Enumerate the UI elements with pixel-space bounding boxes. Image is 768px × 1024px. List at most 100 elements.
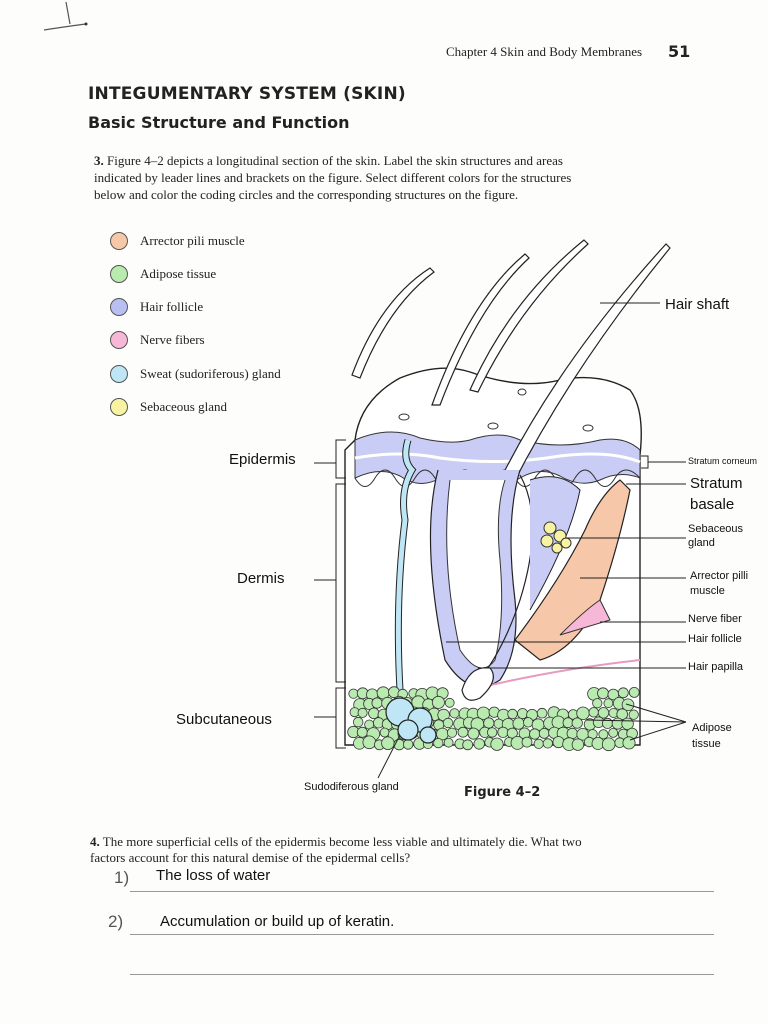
fat-cell xyxy=(362,735,377,750)
fat-cell xyxy=(490,737,504,751)
fat-cell xyxy=(588,707,599,718)
hair-shaft-2 xyxy=(431,253,530,406)
answer-2-text[interactable]: Accumulation or build up of keratin. xyxy=(160,913,395,930)
fat-cell xyxy=(566,727,579,740)
color-circle-sebaceous xyxy=(110,398,128,416)
label-arrector-1: Arrector pilli xyxy=(690,570,749,582)
answer-line-3 xyxy=(130,974,714,975)
fat-cell xyxy=(603,698,614,709)
fat-cell xyxy=(597,707,610,719)
figure-caption: Figure 4–2 xyxy=(464,785,541,800)
skin-diagram xyxy=(314,239,687,779)
label-adipose-2: tissue xyxy=(692,738,721,750)
label-dermis: Dermis xyxy=(237,570,285,587)
fat-cell xyxy=(348,688,359,699)
fat-cell xyxy=(542,738,553,749)
color-circle-sweat xyxy=(110,365,128,383)
question-4: 4. The more superficial cells of the epi… xyxy=(90,834,610,866)
fat-cell xyxy=(592,698,603,709)
arrector-pili-muscle xyxy=(514,479,631,661)
label-sweat-gland: Sudodiferous gland xyxy=(304,781,399,793)
fat-cell xyxy=(562,717,574,729)
question-4-number: 4. xyxy=(90,834,100,849)
key-label: Arrector pili muscle xyxy=(140,233,245,248)
fat-cell xyxy=(442,717,454,729)
fat-cell xyxy=(507,708,518,720)
pencil-mark xyxy=(43,1,88,31)
fat-cell xyxy=(473,738,485,750)
fat-cell xyxy=(521,736,533,748)
key-label: Sebaceous gland xyxy=(140,399,228,414)
fat-cell xyxy=(598,729,609,740)
fat-cell xyxy=(608,728,619,738)
label-subcutaneous: Subcutaneous xyxy=(176,711,272,728)
fat-cell xyxy=(617,687,629,699)
key-label: Hair follicle xyxy=(140,299,204,314)
fat-cell xyxy=(368,707,380,720)
color-circle-hair-follicle xyxy=(110,298,128,316)
answer-1-text[interactable]: The loss of water xyxy=(156,867,271,884)
label-epidermis: Epidermis xyxy=(229,451,296,468)
fat-cell xyxy=(462,739,474,751)
question-4-text: The more superficial cells of the epider… xyxy=(90,834,582,865)
dermis-bracket xyxy=(335,483,346,683)
fat-cell xyxy=(552,736,565,749)
fat-cell xyxy=(371,697,383,709)
fat-cell xyxy=(506,727,518,739)
fat-cell xyxy=(628,709,639,720)
label-sebaceous-1: Sebaceous xyxy=(688,523,744,535)
page-title: INTEGUMENTARY SYSTEM (SKIN) xyxy=(88,84,406,104)
answer-line-1 xyxy=(130,891,714,892)
label-stratum-basale-1: Stratum xyxy=(690,475,743,492)
fat-cell xyxy=(616,708,628,720)
label-sebaceous-2: gland xyxy=(688,537,715,549)
fat-cell xyxy=(381,736,395,750)
fat-cell xyxy=(628,687,640,698)
fat-cell xyxy=(457,726,469,738)
fat-cell xyxy=(517,708,529,720)
question-3: 3. Figure 4–2 depicts a longitudinal sec… xyxy=(94,152,594,203)
key-sebaceous: Sebaceous gland xyxy=(110,397,227,417)
key-arrector-pili: Arrector pili muscle xyxy=(110,231,245,251)
fat-cell xyxy=(449,708,460,719)
fat-cell xyxy=(497,726,509,738)
fat-cell xyxy=(529,728,541,740)
sweat-gland-coil xyxy=(385,697,437,744)
key-label: Adipose tissue xyxy=(140,266,217,281)
label-hair-papilla: Hair papilla xyxy=(688,661,744,673)
color-circle-adipose xyxy=(110,265,128,283)
fat-cell xyxy=(443,737,454,748)
hair-shaft-3 xyxy=(469,239,589,393)
fat-cell xyxy=(512,717,525,730)
fat-cell xyxy=(433,737,444,749)
fat-cell xyxy=(357,707,368,718)
fat-cell xyxy=(523,717,534,728)
sebaceous-gland xyxy=(540,521,572,554)
fat-cell xyxy=(446,727,458,738)
label-arrector-2: muscle xyxy=(690,585,725,597)
key-label: Sweat (sudoriferous) gland xyxy=(140,366,281,381)
fat-cell xyxy=(602,717,614,729)
label-stratum-corneum: Stratum corneum xyxy=(688,456,758,466)
answer-2-marker: 2) xyxy=(108,912,124,931)
subcutaneous-bracket xyxy=(335,687,346,749)
fat-cell xyxy=(571,738,585,751)
key-nerve-fibers: Nerve fibers xyxy=(110,330,205,350)
label-adipose-1: Adipose xyxy=(692,722,732,734)
fat-cell xyxy=(403,739,414,750)
fat-cell xyxy=(483,717,495,729)
fat-cell xyxy=(487,727,498,738)
label-nerve-fiber: Nerve fiber xyxy=(688,613,742,625)
fat-cell xyxy=(538,728,550,739)
fat-cell xyxy=(467,727,480,740)
hair-papilla xyxy=(461,667,494,701)
chapter-header: Chapter 4 Skin and Body Membranes xyxy=(446,44,643,59)
hair-shaft-1 xyxy=(351,267,435,379)
fat-cell xyxy=(431,695,445,709)
key-sweat-gland: Sweat (sudoriferous) gland xyxy=(110,364,281,384)
sweat-gland-duct xyxy=(395,439,416,691)
fat-cell xyxy=(356,726,368,738)
hair-shaft-main xyxy=(499,243,671,487)
label-hair-follicle: Hair follicle xyxy=(688,633,742,645)
question-3-text: Figure 4–2 depicts a longitudinal sectio… xyxy=(94,153,572,202)
